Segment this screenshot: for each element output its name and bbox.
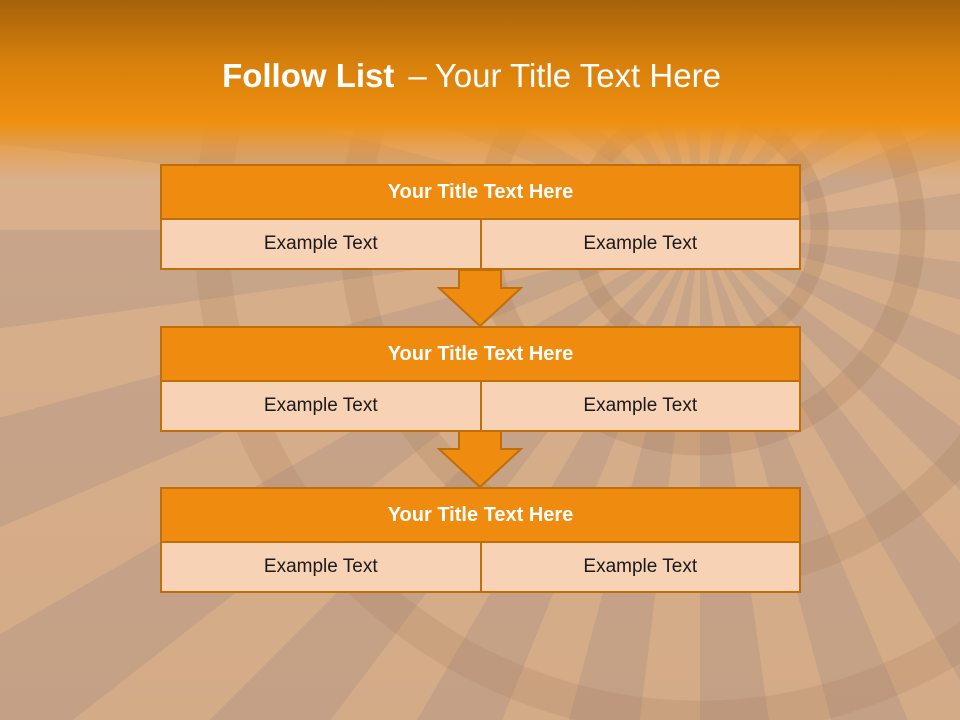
step-block-1: Your Title Text Here Example Text Exampl… [160, 164, 801, 270]
down-arrow-icon [437, 431, 523, 489]
step-title-2: Your Title Text Here [160, 326, 801, 382]
step-block-2: Your Title Text Here Example Text Exampl… [160, 326, 801, 432]
step-3-left-text: Example Text [160, 543, 482, 593]
step-title-1: Your Title Text Here [160, 164, 801, 220]
step-2-left-text: Example Text [160, 382, 482, 432]
slide-title: Follow List–Your Title Text Here [0, 54, 943, 98]
step-1-left-text: Example Text [160, 220, 482, 270]
step-1-right-text: Example Text [479, 220, 801, 270]
slide-title-separator: – [408, 57, 427, 94]
step-title-3: Your Title Text Here [160, 487, 801, 543]
step-3-right-text: Example Text [479, 543, 801, 593]
step-2-right-text: Example Text [479, 382, 801, 432]
step-cells-2: Example Text Example Text [160, 382, 801, 432]
slide-title-text: Your Title Text Here [434, 57, 721, 94]
step-cells-3: Example Text Example Text [160, 543, 801, 593]
slide-title-bold: Follow List [222, 57, 395, 94]
title-bar [0, 0, 960, 180]
step-cells-1: Example Text Example Text [160, 220, 801, 270]
down-arrow-icon [437, 270, 523, 328]
step-block-3: Your Title Text Here Example Text Exampl… [160, 487, 801, 593]
